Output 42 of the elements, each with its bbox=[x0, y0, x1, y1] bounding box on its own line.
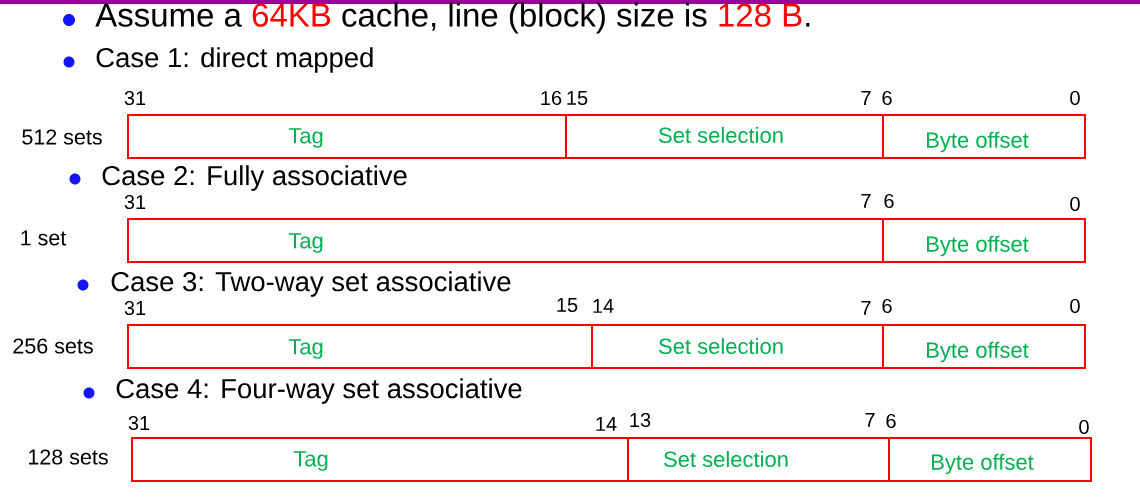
bit-number: 6 bbox=[882, 90, 892, 106]
bit-number: 14 bbox=[593, 299, 614, 313]
label: cache, line (block) size is bbox=[342, 2, 707, 34]
bit-number: 6 bbox=[886, 413, 896, 429]
set-count: 512 sets bbox=[22, 129, 102, 145]
bit-number: 16 bbox=[541, 90, 562, 106]
address-field: Byte offset bbox=[882, 218, 1086, 263]
bit-number: 7 bbox=[861, 301, 871, 315]
bit-number: 0 bbox=[1070, 298, 1080, 314]
case-heading: Case 3: Two-way set associative bbox=[111, 271, 511, 297]
address-field: Set selection bbox=[591, 324, 884, 369]
set-count: 1 set bbox=[21, 230, 67, 246]
bit-number: 0 bbox=[1079, 419, 1089, 435]
bit-number: 13 bbox=[630, 412, 651, 428]
address-field: Tag bbox=[127, 324, 593, 369]
address-field: Byte offset bbox=[888, 437, 1092, 482]
bit-number: 14 bbox=[596, 417, 617, 431]
bit-number: 31 bbox=[124, 300, 146, 316]
bit-number: 0 bbox=[1070, 196, 1080, 212]
bit-number: 15 bbox=[567, 91, 588, 105]
label: . bbox=[806, 23, 810, 27]
address-field: Tag bbox=[131, 437, 629, 482]
address-field: Set selection bbox=[565, 114, 884, 159]
address-field: Byte offset bbox=[882, 324, 1086, 369]
address-field: Set selection bbox=[627, 437, 890, 482]
label: 64KB bbox=[252, 3, 331, 27]
bit-number: 6 bbox=[884, 193, 894, 209]
label: 128 B bbox=[719, 3, 802, 27]
bit-number: 6 bbox=[882, 298, 892, 314]
address-field: Byte offset bbox=[882, 114, 1086, 159]
bullet-text: Assume a 64KB cache, line (block) size is 128 B. bbox=[95, 2, 810, 34]
case-heading: Case 4: Four-way set associative bbox=[116, 378, 522, 404]
bit-number: 31 bbox=[124, 194, 146, 210]
bit-number: 7 bbox=[861, 91, 871, 105]
address-field: Tag bbox=[127, 114, 567, 159]
bit-number: 15 bbox=[557, 298, 578, 312]
case-heading: Case 1: direct mapped bbox=[96, 47, 373, 73]
address-field: Tag bbox=[127, 218, 884, 263]
case-heading: Case 2: Fully associative bbox=[102, 165, 407, 191]
bit-number: 31 bbox=[128, 415, 150, 431]
bit-number: 7 bbox=[865, 413, 875, 427]
bit-number: 7 bbox=[861, 194, 871, 208]
